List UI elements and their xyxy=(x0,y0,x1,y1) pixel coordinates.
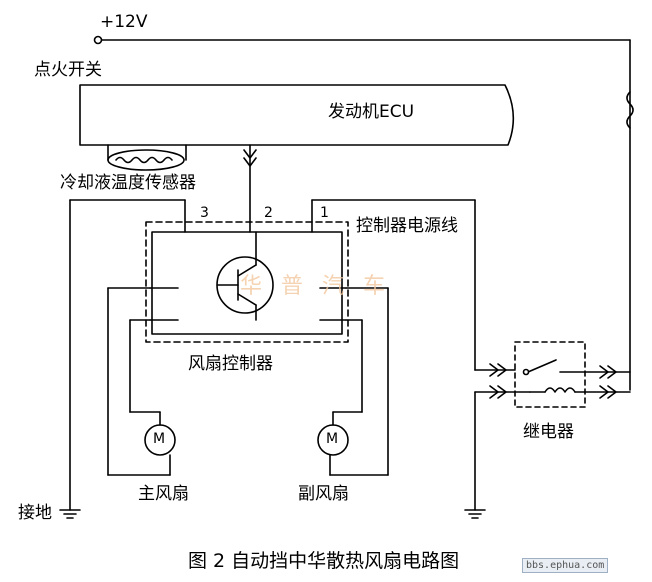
pin1-label: 1 xyxy=(320,205,329,221)
pin2-label: 2 xyxy=(264,205,273,221)
fuse-symbol xyxy=(626,91,634,129)
relay-boundary xyxy=(514,341,586,408)
relay-label: 继电器 xyxy=(523,422,574,442)
controller-label: 风扇控制器 xyxy=(188,354,273,374)
ground-label: 接地 xyxy=(18,503,52,523)
transistor-symbol xyxy=(216,256,274,314)
main-motor-label: M xyxy=(153,431,166,447)
sub-fan-motor xyxy=(317,424,349,456)
controller-boundary xyxy=(145,221,349,343)
ecu-label: 发动机ECU xyxy=(328,102,415,122)
ecu-box xyxy=(79,84,515,146)
sensor-coil xyxy=(115,156,173,164)
figure-caption: 图 2 自动挡中华散热风扇电路图 xyxy=(188,550,460,572)
controller-inner xyxy=(151,231,343,335)
supply-terminal xyxy=(93,35,103,45)
sub-motor-label: M xyxy=(326,431,339,447)
sensor-label: 冷却液温度传感器 xyxy=(60,173,196,193)
ignition-label: 点火开关 xyxy=(34,60,102,80)
sensor-body xyxy=(107,149,185,171)
main-fan-label: 主风扇 xyxy=(138,484,189,504)
ecu-connector-arrow xyxy=(243,149,257,167)
pin3-label: 3 xyxy=(200,205,209,221)
sub-fan-label: 副风扇 xyxy=(298,484,349,504)
supply-label: +12V xyxy=(100,12,148,32)
seal-watermark: 华 普 汽 车 xyxy=(240,274,391,299)
main-fan-motor xyxy=(144,424,176,456)
power-line-label: 控制器电源线 xyxy=(356,216,458,236)
relay-coil xyxy=(544,387,576,393)
relay-switch xyxy=(527,359,557,373)
site-watermark: bbs.ephua.com xyxy=(522,558,609,573)
